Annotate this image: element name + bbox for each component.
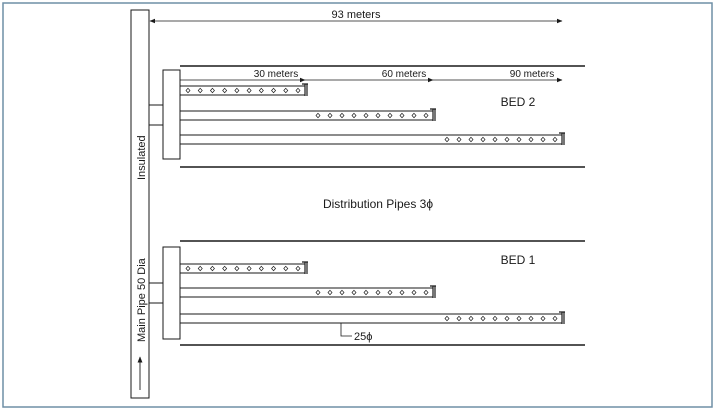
bed-1-label: BED 1 — [501, 253, 536, 267]
perforation-hole — [339, 112, 345, 119]
perforation-hole — [411, 289, 417, 296]
lateral-pipe-2 — [179, 110, 434, 121]
pipe-end-cap — [430, 285, 436, 298]
perforation-hole — [492, 136, 498, 143]
perforation-hole — [540, 136, 546, 143]
perforation-hole — [456, 315, 462, 322]
perforation-hole — [234, 87, 240, 94]
segment-1-label: 30 meters — [254, 69, 298, 80]
perforation-hole — [480, 315, 486, 322]
perforation-hole — [185, 265, 191, 272]
perforation-row-2 — [315, 112, 429, 119]
perforation-hole — [399, 112, 405, 119]
header-box — [162, 69, 181, 160]
perforation-hole — [444, 136, 450, 143]
perforation-hole — [327, 289, 333, 296]
segment-3-label: 90 meters — [510, 69, 554, 80]
perforation-hole — [246, 87, 252, 94]
perforation-hole — [258, 87, 264, 94]
perforation-hole — [387, 112, 393, 119]
main-pipe — [130, 9, 150, 399]
perforation-hole — [185, 87, 191, 94]
perforation-row-1 — [185, 265, 301, 272]
perforation-hole — [339, 289, 345, 296]
perforation-hole — [271, 265, 277, 272]
perforation-hole — [552, 136, 558, 143]
outer-frame — [2, 2, 713, 408]
perforation-hole — [246, 265, 252, 272]
perforation-hole — [387, 289, 393, 296]
pipe-end-cap — [302, 261, 308, 274]
perforation-hole — [327, 112, 333, 119]
perforation-hole — [528, 136, 534, 143]
perforation-hole — [528, 315, 534, 322]
bed-2-label: BED 2 — [501, 95, 536, 109]
perforation-row-3 — [444, 136, 558, 143]
perforation-hole — [363, 289, 369, 296]
perforation-hole — [423, 112, 429, 119]
perforation-hole — [363, 112, 369, 119]
pipe-end-cap — [559, 132, 565, 145]
perforation-row-2 — [315, 289, 429, 296]
perforation-hole — [423, 289, 429, 296]
perforation-hole — [504, 315, 510, 322]
perforation-hole — [351, 112, 357, 119]
insulated-label: Insulated — [136, 135, 148, 180]
pipe-end-cap — [430, 108, 436, 121]
perforation-hole — [283, 87, 289, 94]
small-pipe-label: 25ϕ — [354, 331, 372, 343]
perforation-hole — [552, 315, 558, 322]
perforation-row-1 — [185, 87, 301, 94]
connector-stub — [148, 282, 164, 304]
perforation-hole — [315, 289, 321, 296]
bed-2: 30 meters 60 meters 90 meters BED 2 — [148, 65, 585, 168]
perforation-hole — [234, 265, 240, 272]
perforation-hole — [295, 87, 301, 94]
perforation-hole — [504, 136, 510, 143]
perforation-hole — [456, 136, 462, 143]
perforation-hole — [222, 87, 228, 94]
perforation-hole — [444, 315, 450, 322]
perforation-hole — [222, 265, 228, 272]
end-caps — [302, 261, 565, 324]
perforation-hole — [197, 265, 203, 272]
perforation-hole — [480, 136, 486, 143]
perforation-row-3 — [444, 315, 558, 322]
perforation-hole — [516, 136, 522, 143]
perforation-hole — [540, 315, 546, 322]
bed-1: BED 1 25ϕ — [148, 240, 585, 346]
perforation-hole — [492, 315, 498, 322]
perforation-hole — [351, 289, 357, 296]
small-pipe-callout: 25ϕ — [340, 323, 372, 343]
lateral-pipe-2 — [179, 287, 434, 298]
perforation-hole — [295, 265, 301, 272]
end-caps — [302, 83, 565, 145]
segment-2-label: 60 meters — [382, 69, 426, 80]
perforation-hole — [375, 112, 381, 119]
overall-length-label: 93 meters — [332, 9, 381, 21]
distribution-pipes-label: Distribution Pipes 3ϕ — [323, 197, 433, 211]
connector-stub — [148, 104, 164, 126]
perforation-hole — [283, 265, 289, 272]
perforation-hole — [375, 289, 381, 296]
perforation-hole — [271, 87, 277, 94]
pipe-end-cap — [559, 311, 565, 324]
perforation-hole — [197, 87, 203, 94]
perforation-hole — [209, 87, 215, 94]
perforation-hole — [209, 265, 215, 272]
perforation-hole — [516, 315, 522, 322]
header-box — [162, 246, 181, 340]
perforation-hole — [315, 112, 321, 119]
perforation-hole — [399, 289, 405, 296]
perforation-hole — [468, 136, 474, 143]
main-pipe-label: Main Pipe 50 Dia — [136, 257, 148, 342]
perforation-hole — [258, 265, 264, 272]
pipe-end-cap — [302, 83, 308, 96]
perforation-hole — [468, 315, 474, 322]
perforation-hole — [411, 112, 417, 119]
